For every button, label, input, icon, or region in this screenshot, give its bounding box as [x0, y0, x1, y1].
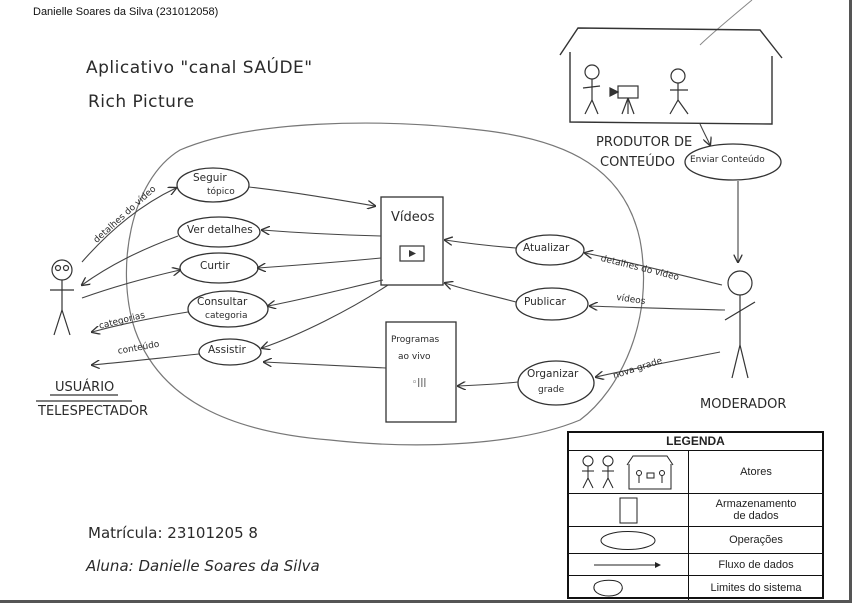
op-publish: Publicar: [524, 296, 566, 308]
op-organize-1: Organizar: [527, 368, 579, 380]
flow-details-user: [82, 235, 179, 285]
legend-row-operations: Operações: [569, 527, 822, 554]
legend-storage-line2: de dados: [733, 510, 779, 522]
flow-update-videos: [445, 240, 517, 249]
legend-title: LEGENDA: [569, 433, 822, 451]
boundary-icon: [593, 579, 623, 597]
storage-icon: [619, 497, 638, 524]
store-live-1: Programas: [391, 335, 440, 345]
student-label: Aluna: Danielle Soares da Silva: [86, 557, 320, 575]
legend-row-actors: Atores: [569, 451, 822, 494]
store-videos: Vídeos: [391, 210, 435, 225]
legend-storage-symbol: [569, 494, 689, 526]
moderator-actor: [724, 270, 756, 379]
flow-category-user: [92, 311, 189, 332]
producer-house: [559, 27, 783, 125]
op-organize-shape: [517, 360, 595, 406]
op-send-content: Enviar Conteúdo: [690, 155, 765, 165]
enrollment-label: Matrícula: 23101205 8: [88, 524, 258, 542]
flow-user-like: [81, 270, 180, 299]
legend-operations-text: Operações: [729, 534, 783, 546]
op-update: Atualizar: [523, 242, 570, 254]
legend-storage-line1: Armazenamento: [715, 498, 797, 510]
op-category-2: categoria: [205, 311, 248, 321]
flow-house-send: [699, 123, 710, 145]
op-publish-shape: [515, 287, 589, 321]
camera-icon: [609, 85, 639, 115]
producer-actor-left: [582, 64, 601, 115]
producer-actor-right: [669, 68, 689, 115]
legend-row-limits: Limites do sistema: [569, 576, 822, 600]
system-boundary: [125, 122, 645, 446]
user-actor: [50, 259, 74, 336]
label-user: USUÁRIO: [55, 380, 115, 395]
legend-row-flow: Fluxo de dados: [569, 554, 822, 576]
flow-live-watch: [264, 362, 387, 369]
diagram-title: Aplicativo "canal SAÚDE": [86, 58, 313, 78]
legend-limits-symbol: [569, 576, 689, 600]
op-watch-shape: [198, 338, 262, 366]
label-viewer: TELESPECTADOR: [38, 404, 149, 419]
label-producer-1: PRODUTOR DE: [596, 135, 693, 150]
op-follow-topic-shape: [176, 167, 250, 203]
operation-icon: [600, 531, 656, 550]
legend-limits-text: Limites do sistema: [710, 582, 802, 594]
flow-moderator-update: [585, 253, 723, 286]
op-follow-topic-1: Seguir: [193, 172, 227, 184]
flow-videos-category: [268, 279, 384, 306]
op-category-1: Consultar: [197, 296, 248, 308]
flow-videos-like: [258, 257, 382, 268]
flow-videos-watch: [262, 284, 389, 348]
boundary-curve-top: [699, 0, 753, 46]
legend-flow-text: Fluxo de dados: [718, 558, 794, 571]
flow-videos-details: [262, 230, 382, 237]
op-organize-2: grade: [538, 385, 565, 395]
diagram-subtitle: Rich Picture: [88, 92, 195, 112]
flow-organize-live: [458, 382, 519, 386]
flow-publish-videos: [445, 283, 517, 303]
flow-moderator-organize: [596, 351, 721, 377]
store-live-shape: [385, 321, 457, 423]
op-details-shape: [177, 216, 261, 248]
play-button-icon: [399, 245, 425, 262]
store-videos-shape: [380, 196, 444, 286]
op-follow-topic-2: tópico: [207, 187, 235, 197]
store-live-2: ao vivo: [398, 352, 431, 362]
flow-moderator-publish: [590, 306, 726, 310]
op-watch: Assistir: [208, 344, 246, 356]
legend-actors-text: Atores: [740, 466, 772, 478]
flow-user-follow: [81, 188, 176, 263]
op-details: Ver detalhes: [187, 224, 253, 236]
author-header: Danielle Soares da Silva (231012058): [33, 6, 219, 18]
legend-operations-symbol: [569, 527, 689, 553]
flow-follow-videos: [248, 186, 375, 206]
label-moderator: MODERADOR: [700, 397, 787, 412]
live-indicator-icon: ◦|||: [412, 378, 427, 388]
legend-actors-symbol: [569, 451, 689, 493]
actors-icon: [582, 455, 674, 490]
flow-watch-user: [92, 353, 200, 365]
legend-box: LEGENDA Atores: [567, 431, 824, 600]
arrow-right-icon: [594, 562, 661, 568]
op-like: Curtir: [200, 260, 230, 272]
op-send-content-shape: [684, 143, 782, 181]
label-producer-2: CONTEÚDO: [600, 155, 675, 170]
legend-flow-symbol: [569, 554, 689, 575]
